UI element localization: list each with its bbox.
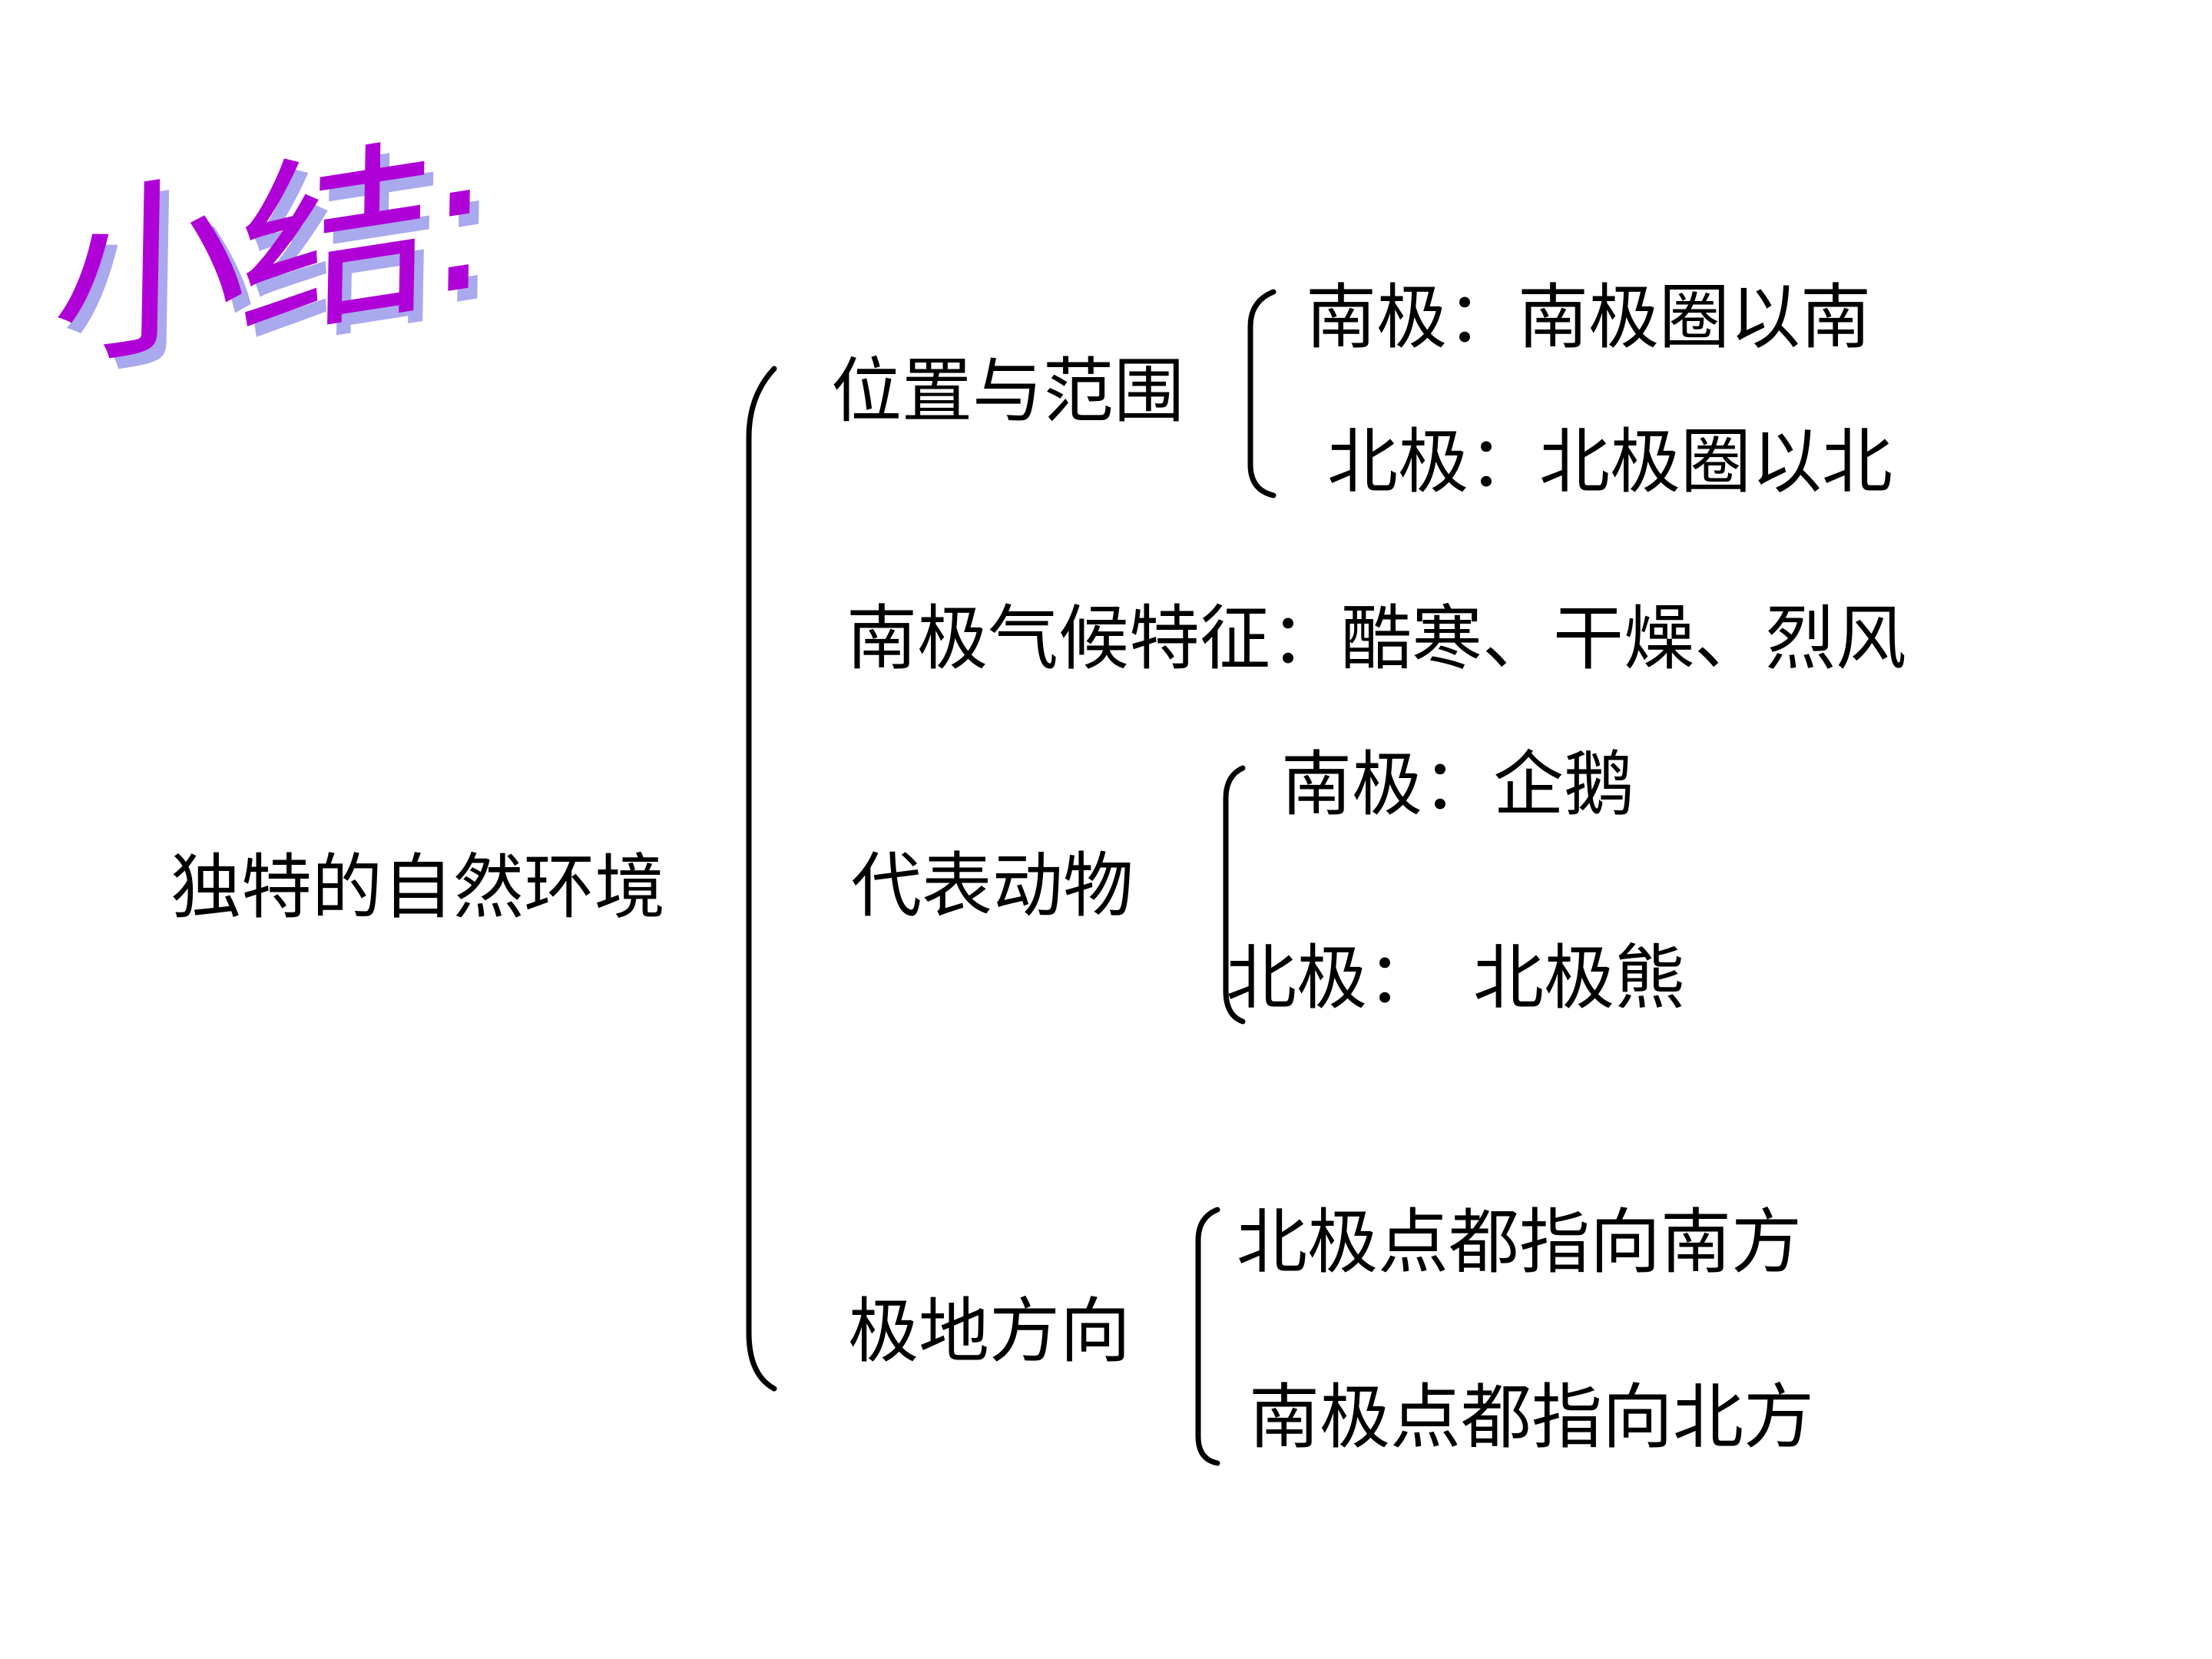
animals-south-item: 南极：企鹅 xyxy=(1281,743,1635,826)
direction-north-pole-item: 北极点都指向南方 xyxy=(1237,1201,1803,1283)
root-brace xyxy=(746,366,777,1392)
direction-south-pole-item: 南极点都指向北方 xyxy=(1249,1376,1815,1459)
branch-location-label: 位置与范围 xyxy=(831,350,1185,432)
branch-direction-label: 极地方向 xyxy=(848,1290,1131,1373)
direction-brace xyxy=(1195,1207,1220,1466)
location-brace xyxy=(1247,289,1277,498)
branch-animals-label: 代表动物 xyxy=(851,845,1134,927)
animals-north-item: 北极： 北极熊 xyxy=(1226,937,1686,1019)
location-south-item: 南极：南极圈以南 xyxy=(1306,276,1872,359)
location-north-item: 北极：北极圈以北 xyxy=(1327,421,1893,503)
root-label: 独特的自然环境 xyxy=(171,846,666,929)
animals-brace xyxy=(1223,765,1246,1025)
branch-climate-label: 南极气候特征：酷寒、干燥、烈风 xyxy=(846,598,1907,680)
